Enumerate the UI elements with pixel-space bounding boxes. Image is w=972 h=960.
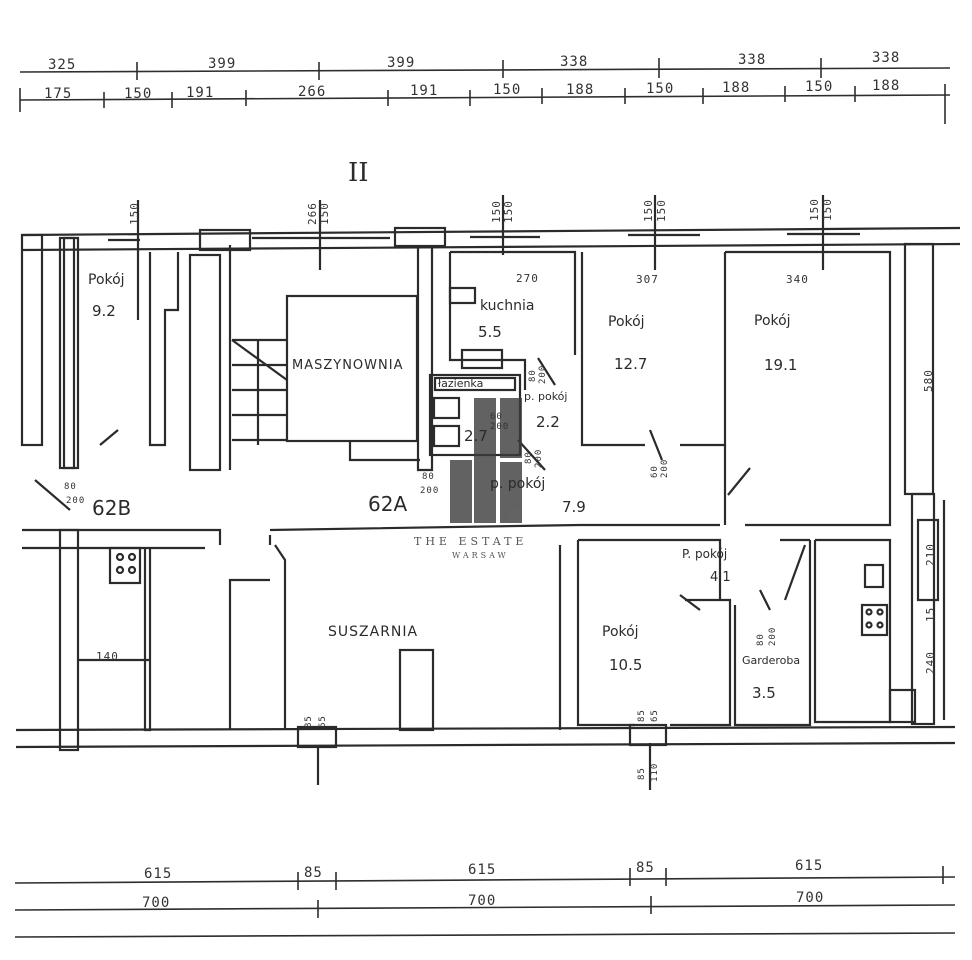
room-p-pokoj-hall-area: 7.9 <box>562 498 586 516</box>
top-dim-r2-7: 188 <box>566 82 595 98</box>
watermark-city: WARSAW <box>452 551 509 560</box>
bottom-opening-3a: 85 <box>637 767 647 780</box>
door-dim-f: 200 <box>534 448 544 468</box>
room-kuchnia-name: kuchnia <box>480 298 535 314</box>
top-dim-1: 325 <box>48 57 77 73</box>
side-dim-15: 15 <box>924 606 937 622</box>
side-dim-580: 580 <box>922 369 935 392</box>
top-dim-r2-9: 188 <box>722 80 751 96</box>
lazienka-dim-140: 140 <box>96 650 119 663</box>
door-dim-e: 80 <box>524 451 534 464</box>
bottom-opening-1a: 85 <box>304 715 314 728</box>
bottom-dim-3: 615 <box>468 862 497 878</box>
room-pokoj-2-area: 12.7 <box>614 355 648 373</box>
top-dim-4: 338 <box>560 54 589 70</box>
apartment-62b-label: 62B <box>92 496 132 520</box>
door-dim-a: 80 <box>64 482 77 492</box>
room-pokoj-3-name: Pokój <box>754 313 791 329</box>
bottom-dim-r2-3: 700 <box>796 890 825 906</box>
door-dim-k: 60 <box>650 465 660 478</box>
side-dim-210: 210 <box>924 543 937 566</box>
bottom-dim-1: 615 <box>144 866 173 882</box>
room-lazienka-name: łazienka <box>438 377 484 390</box>
door-dim-g: 60 <box>490 412 503 422</box>
room-p-pokoj-small-area: 2.2 <box>536 413 560 431</box>
room-p-pokoj-hall-name: p. pokój <box>490 476 546 492</box>
top-dim-r2-10: 150 <box>805 79 834 95</box>
top-dim-r2-11: 188 <box>872 78 901 94</box>
room-maszynownia-name: MASZYNOWNIA <box>292 358 404 373</box>
bottom-dim-r2-1: 700 <box>142 895 171 911</box>
watermark-name: THE ESTATE <box>414 535 528 548</box>
window-dim-8: 150 <box>808 198 821 221</box>
room-suszarnia-name: SUSZARNIA <box>328 624 419 640</box>
top-dim-r2-6: 150 <box>493 82 522 98</box>
bottom-dim-4: 85 <box>636 860 655 876</box>
bottom-opening-1b: 65 <box>318 715 328 728</box>
apartment-62a-label: 62A <box>368 492 408 516</box>
top-dim-2: 399 <box>208 56 237 72</box>
window-dim-1: 150 <box>128 202 141 225</box>
bottom-dim-2: 85 <box>304 865 323 881</box>
kuchnia-width: 270 <box>516 272 539 285</box>
door-dim-b: 200 <box>66 496 86 506</box>
room-pokoj-1-name: Pokój <box>88 272 125 288</box>
door-dim-n: 200 <box>768 626 778 646</box>
room-garderoba-area: 3.5 <box>752 684 776 702</box>
top-dim-r2-2: 150 <box>124 86 153 102</box>
room-lazienka-area: 2.7 <box>464 427 488 445</box>
door-dim-h: 200 <box>490 422 510 432</box>
door-dim-c: 80 <box>422 472 435 482</box>
room-p-pokoj-2-name: P. pokój <box>682 547 728 561</box>
room-pokoj-2-name: Pokój <box>608 314 645 330</box>
top-dim-6: 338 <box>872 50 901 66</box>
window-dim-5: 150 <box>502 200 515 223</box>
window-dim-9: 150 <box>821 198 834 221</box>
top-dim-5: 338 <box>738 52 767 68</box>
bottom-opening-2b: 65 <box>650 709 660 722</box>
bottom-opening-2a: 85 <box>637 709 647 722</box>
watermark-logo <box>450 398 522 523</box>
room-pokoj-4-area: 10.5 <box>609 656 643 674</box>
room-p-pokoj-2-area: 4.1 <box>710 570 731 585</box>
room-p-pokoj-small-name: p. pokój <box>524 390 568 403</box>
window-dim-7: 150 <box>655 199 668 222</box>
room-pokoj-4-name: Pokój <box>602 624 639 640</box>
bottom-dim-5: 615 <box>795 858 824 874</box>
top-dim-r2-1: 175 <box>44 86 73 102</box>
room-pokoj-3-area: 19.1 <box>764 356 798 374</box>
side-dim-240: 240 <box>924 651 937 674</box>
room-garderoba-name: Garderoba <box>742 654 801 667</box>
window-dim-6: 150 <box>642 199 655 222</box>
door-dim-m: 80 <box>756 633 766 646</box>
pokoj-2-width: 307 <box>636 273 659 286</box>
top-dim-r2-5: 191 <box>410 83 439 99</box>
room-kuchnia-area: 5.5 <box>478 323 502 341</box>
top-dim-3: 399 <box>387 55 416 71</box>
top-dim-r2-4: 266 <box>298 84 327 100</box>
top-dim-r2-3: 191 <box>186 85 215 101</box>
top-dim-r2-8: 150 <box>646 81 675 97</box>
door-dim-d: 200 <box>420 486 440 496</box>
pokoj-3-width: 340 <box>786 273 809 286</box>
floor-label: II <box>348 158 369 188</box>
door-dim-j: 200 <box>538 364 548 384</box>
room-pokoj-1-area: 9.2 <box>92 302 116 320</box>
bottom-opening-3b: 110 <box>650 762 660 782</box>
bottom-dim-r2-2: 700 <box>468 893 497 909</box>
door-dim-i: 80 <box>528 369 538 382</box>
door-dim-l: 200 <box>660 458 670 478</box>
window-dim-3: 150 <box>318 202 331 225</box>
